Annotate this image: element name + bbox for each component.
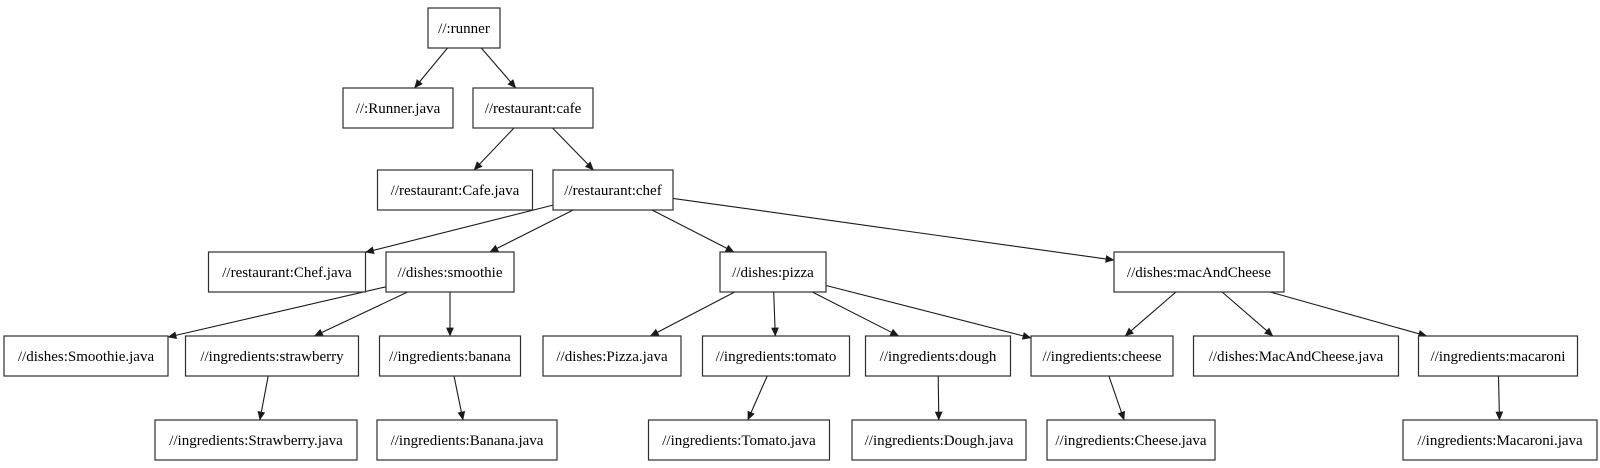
node-box-strawberry	[184, 335, 360, 377]
node-label-tomato: //ingredients:tomato	[716, 349, 837, 365]
node-label-tomato-java: //ingredients:Tomato.java	[662, 433, 816, 449]
edge-mac-and-cheese-to-mac-and-cheese-java	[1221, 291, 1274, 337]
edge-macaroni-to-macaroni-java	[1495, 375, 1504, 421]
node-banana-java: //ingredients:Banana.java	[376, 419, 558, 461]
edge-tomato-to-tomato-java	[747, 375, 768, 421]
node-box-dough	[864, 335, 1012, 377]
node-runner-java: //:Runner.java	[342, 87, 454, 129]
node-cafe: //restaurant:cafe	[472, 87, 594, 129]
node-label-smoothie-java: //dishes:Smoothie.java	[18, 349, 155, 365]
node-label-cafe: //restaurant:cafe	[485, 101, 582, 117]
node-pizza-java: //dishes:Pizza.java	[542, 335, 682, 377]
node-box-cheese-java	[1046, 419, 1216, 461]
node-label-chef: //restaurant:chef	[564, 183, 661, 199]
node-label-strawberry: //ingredients:strawberry	[200, 349, 344, 365]
edge-chef-to-pizza	[651, 209, 735, 253]
node-box-macaroni-java	[1402, 419, 1598, 461]
node-macaroni: //ingredients:macaroni	[1417, 335, 1579, 377]
edge-pizza-to-cheese	[825, 284, 1032, 340]
node-box-runner	[427, 7, 501, 49]
edge-runner-to-cafe	[480, 47, 517, 89]
edge-mac-and-cheese-to-macaroni	[1270, 291, 1428, 338]
node-box-pizza	[719, 251, 827, 293]
node-box-macaroni	[1417, 335, 1579, 377]
node-cheese-java: //ingredients:Cheese.java	[1046, 419, 1216, 461]
node-box-mac-and-cheese-java	[1192, 335, 1400, 377]
edge-strawberry-to-strawberry-java	[257, 375, 269, 421]
node-dough: //ingredients:dough	[864, 335, 1012, 377]
node-dough-java: //ingredients:Dough.java	[851, 419, 1027, 461]
node-label-banana-java: //ingredients:Banana.java	[391, 433, 544, 449]
node-label-smoothie: //dishes:smoothie	[398, 265, 503, 281]
node-box-chef	[552, 169, 674, 211]
node-label-banana: //ingredients:banana	[389, 349, 511, 365]
node-label-mac-and-cheese: //dishes:macAndCheese	[1127, 265, 1271, 281]
node-label-cheese: //ingredients:cheese	[1042, 349, 1161, 365]
node-box-banana	[378, 335, 522, 377]
node-label-runner: //:runner	[438, 21, 490, 37]
node-mac-and-cheese-java: //dishes:MacAndCheese.java	[1192, 335, 1400, 377]
node-chef-java: //restaurant:Chef.java	[207, 251, 367, 293]
node-label-runner-java: //:Runner.java	[356, 101, 441, 117]
node-label-mac-and-cheese-java: //dishes:MacAndCheese.java	[1209, 349, 1384, 365]
node-box-runner-java	[342, 87, 454, 129]
node-box-smoothie	[385, 251, 515, 293]
node-smoothie: //dishes:smoothie	[385, 251, 515, 293]
node-cheese: //ingredients:cheese	[1030, 335, 1174, 377]
edge-pizza-to-tomato	[771, 291, 779, 337]
edge-pizza-to-pizza-java	[649, 291, 735, 337]
node-box-pizza-java	[542, 335, 682, 377]
node-box-smoothie-java	[3, 335, 169, 377]
node-tomato: //ingredients:tomato	[701, 335, 851, 377]
node-strawberry-java: //ingredients:Strawberry.java	[154, 419, 358, 461]
node-label-chef-java: //restaurant:Chef.java	[222, 265, 352, 281]
node-label-macaroni-java: //ingredients:Macaroni.java	[1417, 433, 1583, 449]
edge-chef-to-mac-and-cheese	[672, 197, 1115, 263]
edge-cafe-to-chef	[552, 127, 594, 171]
edge-cafe-to-cafe-java	[473, 127, 515, 171]
node-box-tomato-java	[647, 419, 831, 461]
node-box-mac-and-cheese	[1113, 251, 1285, 293]
node-smoothie-java: //dishes:Smoothie.java	[3, 335, 169, 377]
node-strawberry: //ingredients:strawberry	[184, 335, 360, 377]
node-pizza: //dishes:pizza	[719, 251, 827, 293]
edge-cheese-to-cheese-java	[1108, 375, 1126, 421]
edge-pizza-to-dough	[812, 291, 900, 337]
node-box-cheese	[1030, 335, 1174, 377]
edge-smoothie-to-strawberry	[314, 291, 408, 337]
edge-dough-to-dough-java	[934, 375, 943, 421]
node-label-dough-java: //ingredients:Dough.java	[865, 433, 1014, 449]
node-label-pizza: //dishes:pizza	[732, 265, 814, 281]
node-box-cafe-java	[376, 169, 534, 211]
node-box-cafe	[472, 87, 594, 129]
edge-banana-to-banana-java	[453, 375, 466, 421]
node-box-dough-java	[851, 419, 1027, 461]
node-banana: //ingredients:banana	[378, 335, 522, 377]
node-macaroni-java: //ingredients:Macaroni.java	[1402, 419, 1598, 461]
node-mac-and-cheese: //dishes:macAndCheese	[1113, 251, 1285, 293]
node-label-macaroni: //ingredients:macaroni	[1431, 349, 1566, 365]
node-label-dough: //ingredients:dough	[880, 349, 997, 365]
node-label-cafe-java: //restaurant:Cafe.java	[391, 183, 520, 199]
node-tomato-java: //ingredients:Tomato.java	[647, 419, 831, 461]
edge-smoothie-to-smoothie-java	[167, 286, 387, 339]
node-runner: //:runner	[427, 7, 501, 49]
node-label-strawberry-java: //ingredients:Strawberry.java	[169, 433, 343, 449]
node-box-banana-java	[376, 419, 558, 461]
node-label-pizza-java: //dishes:Pizza.java	[556, 349, 668, 365]
node-box-strawberry-java	[154, 419, 358, 461]
edge-chef-to-chef-java	[365, 204, 554, 255]
node-box-tomato	[701, 335, 851, 377]
edge-runner-to-runner-java	[414, 47, 448, 89]
edge-mac-and-cheese-to-cheese	[1124, 291, 1177, 337]
node-cafe-java: //restaurant:Cafe.java	[376, 169, 534, 211]
node-box-chef-java	[207, 251, 367, 293]
node-label-cheese-java: //ingredients:Cheese.java	[1055, 433, 1207, 449]
node-chef: //restaurant:chef	[552, 169, 674, 211]
edge-chef-to-smoothie	[489, 209, 574, 253]
